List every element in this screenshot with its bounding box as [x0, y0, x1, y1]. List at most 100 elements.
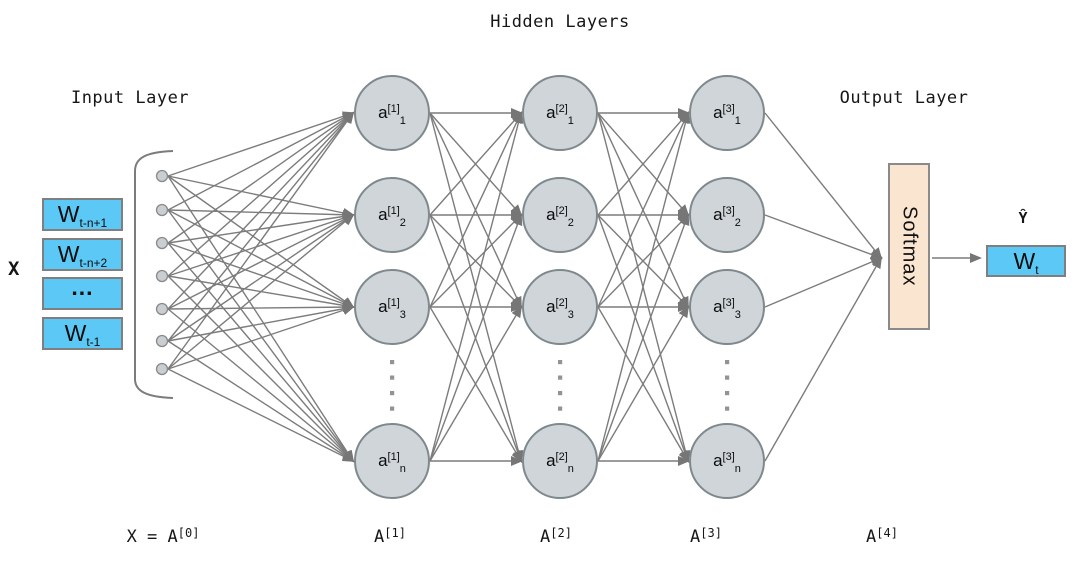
- connection-line: [429, 305, 523, 462]
- hidden-node-l3-2: a[3]2: [689, 177, 765, 253]
- bottom-label-a1: A[1]: [374, 526, 406, 547]
- hidden-node-l2-3: a[2]3: [522, 269, 598, 345]
- connection-line: [167, 305, 355, 370]
- ellipsis-dot: [558, 360, 563, 365]
- hidden-node-l3-3: a[3]3: [689, 269, 765, 345]
- hidden-node-l1-1: a[1]1: [354, 75, 430, 151]
- output-box-label: Wt: [1013, 247, 1039, 277]
- input-box-ellipsis: ...: [42, 274, 123, 310]
- input-box-label: Wt-1: [64, 320, 101, 349]
- node-label: a[3]2: [713, 205, 741, 229]
- connection-line: [429, 213, 523, 462]
- connection-line: [429, 111, 523, 216]
- connection-line: [167, 111, 355, 177]
- connection-line: [167, 175, 355, 463]
- ellipsis-dot: [390, 375, 395, 380]
- hidden-node-l3-n: a[3]n: [689, 423, 765, 499]
- connection-line: [167, 275, 355, 463]
- input-box-label: ...: [71, 274, 94, 300]
- connection-line: [167, 111, 355, 370]
- ellipsis-dot: [725, 391, 730, 396]
- input-box-3: Wt-1: [42, 317, 123, 350]
- connection-line: [167, 242, 355, 309]
- connection-line: [167, 209, 355, 308]
- connection-line: [764, 256, 882, 462]
- input-node: [155, 362, 169, 376]
- input-node: [155, 269, 169, 283]
- ellipsis-dot: [725, 375, 730, 380]
- input-node: [155, 302, 169, 316]
- hidden-node-l1-2: a[1]2: [354, 177, 430, 253]
- connection-line: [597, 111, 689, 308]
- bottom-label-a0: X = A[0]: [126, 526, 200, 547]
- ellipsis-dot: [558, 391, 563, 396]
- connection-line: [764, 112, 883, 260]
- diagram-title: Hidden Layers: [490, 12, 630, 32]
- connection-line: [167, 209, 355, 463]
- connection-line: [429, 111, 522, 308]
- node-label: a[3]1: [713, 103, 741, 127]
- input-box-label: Wt-n+2: [57, 241, 108, 270]
- connection-line: [167, 209, 355, 220]
- connection-line: [167, 111, 355, 310]
- connection-line: [167, 112, 355, 211]
- connection-line: [167, 214, 355, 310]
- hidden-node-l1-3: a[1]3: [354, 269, 430, 345]
- connection-line: [167, 213, 355, 370]
- connection-line: [167, 308, 355, 463]
- hidden-node-l2-1: a[2]1: [522, 75, 598, 151]
- node-label: a[2]n: [546, 451, 574, 475]
- node-label: a[1]2: [378, 205, 406, 229]
- node-label: a[1]n: [378, 451, 406, 475]
- ellipsis-dot: [725, 406, 730, 411]
- connection-line: [167, 302, 355, 313]
- connection-line: [429, 213, 523, 308]
- ellipsis-dot: [558, 375, 563, 380]
- connection-line: [597, 111, 690, 216]
- input-node: [155, 203, 169, 217]
- connection-line: [167, 111, 355, 342]
- node-label: a[2]2: [546, 205, 574, 229]
- connection-line: [597, 305, 690, 462]
- ellipsis-dot: [725, 360, 730, 365]
- input-box-label: Wt-n+1: [57, 201, 108, 230]
- input-node: [155, 169, 169, 183]
- hidden-node-l3-1: a[3]1: [689, 75, 765, 151]
- connection-line: [167, 111, 355, 277]
- softmax-label: Softmax: [898, 206, 921, 287]
- ellipsis-dot: [390, 391, 395, 396]
- connection-line: [764, 214, 883, 260]
- hidden-node-l2-2: a[2]2: [522, 177, 598, 253]
- node-label: a[3]n: [713, 451, 741, 475]
- bottom-label-a3: A[3]: [690, 526, 722, 547]
- connection-line: [764, 257, 883, 308]
- ellipsis-dot: [390, 360, 395, 365]
- ellipsis-dot: [558, 406, 563, 411]
- connection-line: [167, 368, 355, 462]
- input-bracket: [134, 150, 174, 399]
- connection-line: [167, 213, 355, 277]
- softmax-box: Softmax: [888, 163, 930, 330]
- bottom-label-a2: A[2]: [540, 526, 572, 547]
- output-box: Wt: [986, 245, 1066, 277]
- connection-line: [597, 213, 690, 308]
- node-label: a[3]3: [713, 297, 741, 321]
- connection-line: [167, 111, 355, 244]
- connection-line: [167, 340, 355, 463]
- hidden-node-l1-n: a[1]n: [354, 423, 430, 499]
- output-layer-label: Output Layer: [839, 88, 969, 108]
- node-label: a[1]3: [378, 297, 406, 321]
- input-box-2: Wt-n+2: [42, 238, 123, 271]
- y-hat-label: Ŷ: [1018, 209, 1028, 227]
- connection-line: [167, 242, 355, 463]
- input-node: [155, 236, 169, 250]
- connection-line: [597, 111, 691, 462]
- ellipsis-dot: [390, 406, 395, 411]
- connection-line: [167, 213, 355, 342]
- hidden-node-l2-n: a[2]n: [522, 423, 598, 499]
- connection-line: [167, 303, 355, 342]
- node-label: a[2]3: [546, 297, 574, 321]
- connection-line: [167, 211, 355, 244]
